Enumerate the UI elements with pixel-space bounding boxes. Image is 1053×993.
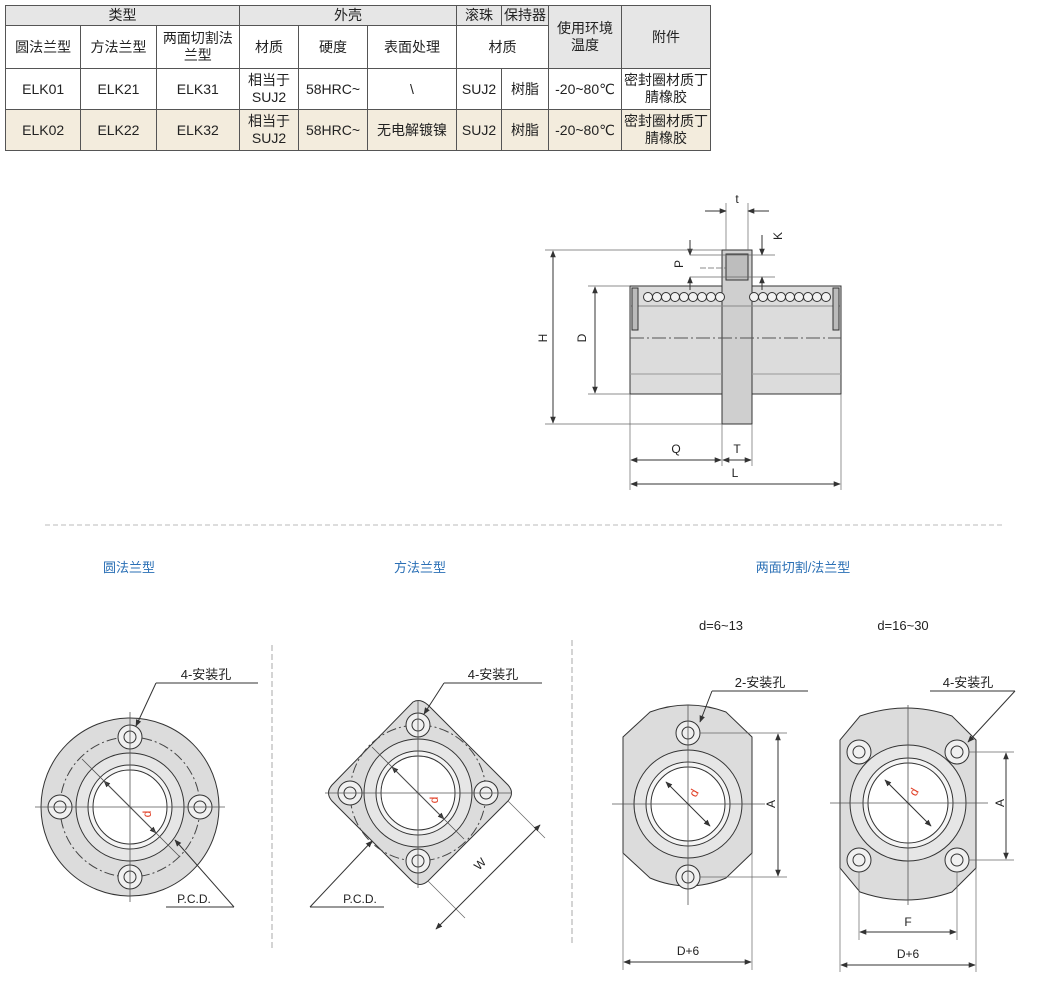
twoside-small-view	[612, 690, 808, 970]
group-shell: 外壳	[239, 5, 457, 26]
dim-tt-label: T	[733, 442, 741, 456]
col-surface: 表面处理	[367, 25, 457, 69]
col-round: 圆法兰型	[4, 25, 82, 69]
dim-f-label: F	[904, 915, 911, 929]
range-large: d=16~30	[877, 618, 928, 633]
col-square: 方法兰型	[80, 25, 157, 69]
cell-temp: -20~80℃	[548, 68, 622, 110]
cell-accessory: 密封圈材质丁腈橡胶	[621, 109, 711, 151]
holes-label: 2-安装孔	[735, 675, 786, 690]
cell-twoside: ELK32	[155, 109, 241, 151]
pcd-label: P.C.D.	[343, 892, 377, 906]
dim-h-label: H	[536, 334, 550, 343]
cell-material: 相当于SUJ2	[239, 68, 299, 110]
dim-l-label: L	[732, 466, 739, 480]
col-twoside: 两面切割法兰型	[155, 25, 241, 69]
group-accessory: 附件	[621, 5, 711, 69]
cell-square: ELK22	[80, 109, 157, 151]
caption-round: 圆法兰型	[103, 560, 155, 575]
dim-a-label: A	[993, 799, 1007, 807]
cell-round: ELK01	[4, 68, 82, 110]
table-row: ELK01 ELK21 ELK31 相当于SUJ2 58HRC~ \ SUJ2 …	[4, 68, 711, 110]
dim-k-label: K	[771, 232, 785, 240]
dim-w-label: W	[471, 855, 489, 873]
dim-q-label: Q	[671, 442, 680, 456]
group-ball: 滚珠	[456, 5, 502, 26]
dim-p-label: P	[672, 260, 686, 268]
group-cage: 保持器	[501, 5, 549, 26]
caption-square: 方法兰型	[394, 560, 446, 575]
caption-twoside: 两面切割/法兰型	[756, 560, 851, 575]
cell-surface: 无电解镀镍	[367, 109, 457, 151]
holes-label: 4-安装孔	[943, 675, 994, 690]
cell-temp: -20~80℃	[548, 109, 622, 151]
square-flange-view	[309, 682, 546, 930]
cell-hardness: 58HRC~	[298, 68, 368, 110]
holes-label: 4-安装孔	[468, 667, 519, 682]
bore-d-label: d	[140, 811, 154, 818]
range-small: d=6~13	[699, 618, 743, 633]
cell-cage: 树脂	[501, 68, 549, 110]
cell-surface: \	[367, 68, 457, 110]
holes-label: 4-安装孔	[181, 667, 232, 682]
dim-d-label: D	[575, 333, 589, 342]
cell-hardness: 58HRC~	[298, 109, 368, 151]
bore-d-label: d	[427, 797, 441, 804]
spec-table: 类型 外壳 滚珠 保持器 使用环境温度 附件 圆法兰型 方法兰型 两面切割法兰型…	[4, 5, 711, 151]
dim-d6-label: D+6	[677, 944, 700, 958]
ball-row-right	[749, 292, 831, 302]
dim-t-label: t	[735, 192, 739, 206]
cell-ball: SUJ2	[456, 68, 502, 110]
ball-row-left	[643, 292, 725, 302]
side-view	[545, 203, 842, 490]
cell-material: 相当于SUJ2	[239, 109, 299, 151]
group-type: 类型	[5, 5, 240, 26]
round-flange-view	[35, 682, 258, 908]
pcd-label: P.C.D.	[177, 892, 211, 906]
cell-round: ELK02	[4, 109, 82, 151]
table-row: ELK02 ELK22 ELK32 相当于SUJ2 58HRC~ 无电解镀镍 S…	[4, 109, 711, 151]
dim-a-label: A	[764, 800, 778, 808]
dim-d6-label: D+6	[897, 947, 920, 961]
col-hardness: 硬度	[298, 25, 368, 69]
col-material: 材质	[239, 25, 299, 69]
cell-accessory: 密封圈材质丁腈橡胶	[621, 68, 711, 110]
twoside-large-view	[830, 690, 1016, 972]
